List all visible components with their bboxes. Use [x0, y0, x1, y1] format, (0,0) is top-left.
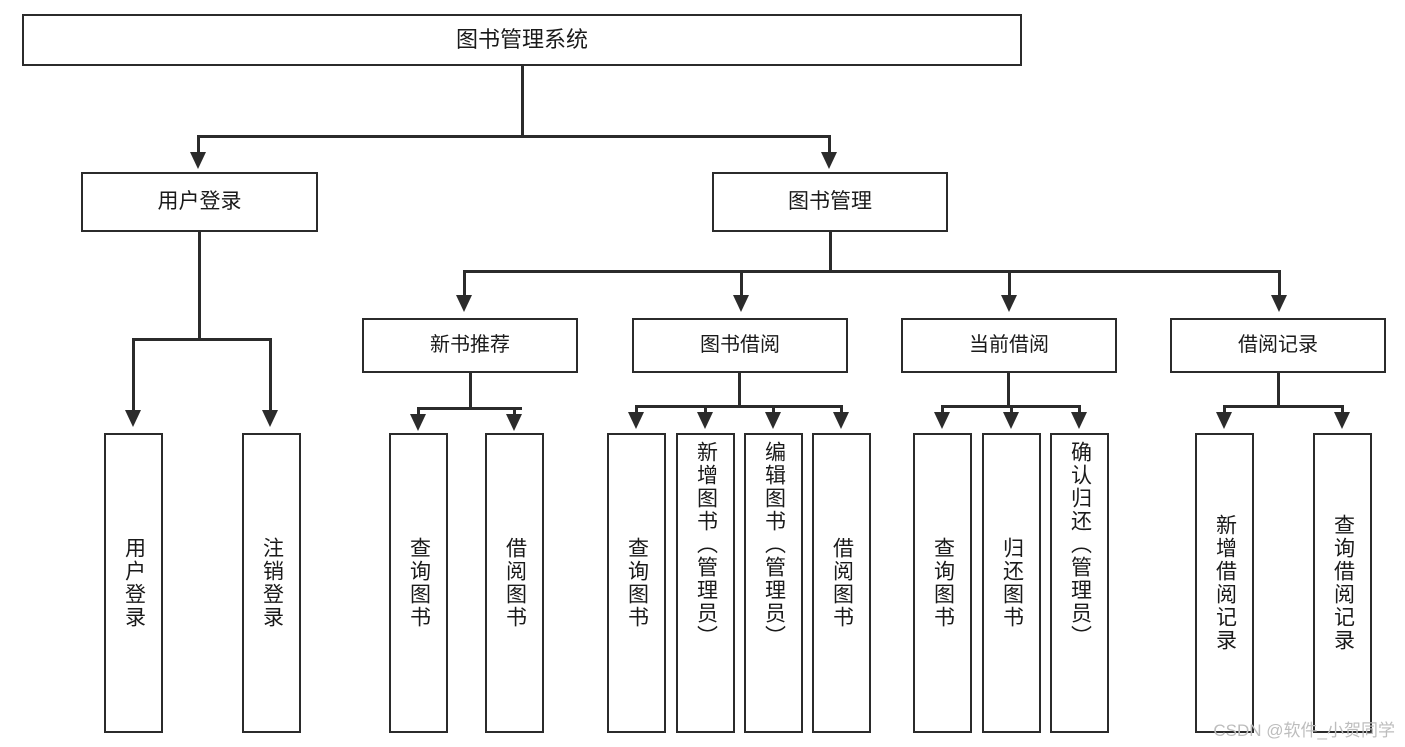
- arrow-user-login-to-leaf-1: [125, 410, 141, 427]
- leaf-label: 查询图书: [625, 537, 649, 629]
- edge-borrow-record-bus: [1223, 405, 1344, 408]
- leaf-label: 确认归还（管理员）: [1068, 441, 1092, 648]
- leaf-label: 查询图书: [931, 537, 955, 629]
- leaf-cb-return-book[interactable]: 归还图书: [982, 433, 1041, 733]
- leaf-bb-add-book-admin[interactable]: 新增图书（管理员）: [676, 433, 735, 733]
- node-label: 图书管理: [788, 189, 872, 213]
- node-label: 图书管理系统: [455, 27, 588, 53]
- leaf-label: 新增借阅记录: [1213, 514, 1237, 652]
- node-label: 借阅记录: [1238, 334, 1318, 356]
- arrow-user-login-to-leaf-2: [262, 410, 278, 427]
- edge-to-new-book-recommend: [463, 270, 466, 298]
- leaf-bb-borrow-book[interactable]: 借阅图书: [812, 433, 871, 733]
- leaf-bb-edit-book-admin[interactable]: 编辑图书（管理员）: [744, 433, 803, 733]
- edge-book-borrow-bus: [635, 405, 843, 408]
- edge-bb-leaf-2: [704, 405, 707, 415]
- edge-root-to-user-login: [197, 135, 200, 157]
- leaf-br-add-record[interactable]: 新增借阅记录: [1195, 433, 1254, 733]
- edge-cb-leaf-2: [1010, 405, 1013, 415]
- edge-cb-leaf-3: [1078, 405, 1081, 415]
- edge-bb-leaf-4: [840, 405, 843, 415]
- edge-nbr-leaf-2: [513, 407, 516, 417]
- edge-cb-leaf-1: [941, 405, 944, 415]
- edge-root-bus: [197, 135, 831, 138]
- edge-to-book-borrow: [740, 270, 743, 298]
- node-label: 用户登录: [157, 189, 242, 213]
- edge-to-current-borrow: [1008, 270, 1011, 298]
- arrow-bb-leaf-4: [833, 412, 849, 429]
- arrow-cb-leaf-3: [1071, 412, 1087, 429]
- edge-user-login-bus: [132, 338, 269, 341]
- edge-level3-bus: [463, 270, 1281, 273]
- arrow-to-new-book-recommend: [456, 295, 472, 312]
- arrow-bb-leaf-2: [697, 412, 713, 429]
- arrow-to-current-borrow: [1001, 295, 1017, 312]
- leaf-label: 用户登录: [122, 537, 146, 629]
- arrow-nbr-leaf-1: [410, 414, 426, 431]
- leaf-label: 借阅图书: [503, 537, 527, 629]
- leaf-nbr-borrow-book[interactable]: 借阅图书: [485, 433, 544, 733]
- edge-user-login-to-leaf-1: [132, 338, 135, 413]
- edge-nbr-leaf-1: [417, 407, 420, 417]
- node-label: 新书推荐: [430, 334, 510, 356]
- arrow-bb-leaf-1: [628, 412, 644, 429]
- edge-root-stem: [521, 66, 524, 135]
- arrow-root-to-user-login: [190, 152, 206, 169]
- leaf-label: 注销登录: [260, 537, 284, 629]
- leaf-label: 编辑图书（管理员）: [762, 441, 786, 648]
- leaf-br-query-record[interactable]: 查询借阅记录: [1313, 433, 1372, 733]
- arrow-nbr-leaf-2: [506, 414, 522, 431]
- arrow-to-book-borrow: [733, 295, 749, 312]
- edge-bb-leaf-1: [635, 405, 638, 415]
- edge-book-management-stem: [829, 232, 832, 272]
- leaf-user-login-login[interactable]: 用户登录: [104, 433, 163, 733]
- leaf-cb-query-book[interactable]: 查询图书: [913, 433, 972, 733]
- edge-to-borrow-record: [1278, 270, 1281, 298]
- node-label: 图书借阅: [700, 334, 780, 356]
- edge-user-login-to-leaf-2: [269, 338, 272, 413]
- node-label: 当前借阅: [969, 334, 1049, 356]
- edge-current-borrow-stem: [1007, 373, 1010, 407]
- edge-user-login-stem: [198, 232, 201, 340]
- node-current-borrow[interactable]: 当前借阅: [901, 318, 1117, 373]
- leaf-cb-confirm-return-admin[interactable]: 确认归还（管理员）: [1050, 433, 1109, 733]
- node-new-book-recommend[interactable]: 新书推荐: [362, 318, 578, 373]
- node-root-book-management-system[interactable]: 图书管理系统: [22, 14, 1022, 66]
- node-book-borrow[interactable]: 图书借阅: [632, 318, 848, 373]
- arrow-bb-leaf-3: [765, 412, 781, 429]
- node-borrow-record[interactable]: 借阅记录: [1170, 318, 1386, 373]
- leaf-label: 查询借阅记录: [1331, 514, 1355, 652]
- leaf-label: 新增图书（管理员）: [694, 441, 718, 648]
- leaf-label: 查询图书: [407, 537, 431, 629]
- arrow-br-leaf-2: [1334, 412, 1350, 429]
- leaf-label: 归还图书: [1000, 537, 1024, 629]
- edge-root-to-book-management: [828, 135, 831, 157]
- arrow-to-borrow-record: [1271, 295, 1287, 312]
- leaf-user-login-logout[interactable]: 注销登录: [242, 433, 301, 733]
- edge-br-leaf-2: [1341, 405, 1344, 415]
- arrow-cb-leaf-1: [934, 412, 950, 429]
- arrow-br-leaf-1: [1216, 412, 1232, 429]
- leaf-nbr-query-book[interactable]: 查询图书: [389, 433, 448, 733]
- edge-bb-leaf-3: [772, 405, 775, 415]
- arrow-cb-leaf-2: [1003, 412, 1019, 429]
- leaf-label: 借阅图书: [830, 537, 854, 629]
- leaf-bb-query-book[interactable]: 查询图书: [607, 433, 666, 733]
- node-user-login[interactable]: 用户登录: [81, 172, 318, 232]
- watermark: CSDN @软件_小贺同学: [1213, 721, 1395, 740]
- edge-new-book-recommend-stem: [469, 373, 472, 409]
- edge-book-borrow-stem: [738, 373, 741, 407]
- node-book-management[interactable]: 图书管理: [712, 172, 948, 232]
- arrow-root-to-book-management: [821, 152, 837, 169]
- edge-borrow-record-stem: [1277, 373, 1280, 407]
- edge-br-leaf-1: [1223, 405, 1226, 415]
- edge-new-book-recommend-bus: [417, 407, 522, 410]
